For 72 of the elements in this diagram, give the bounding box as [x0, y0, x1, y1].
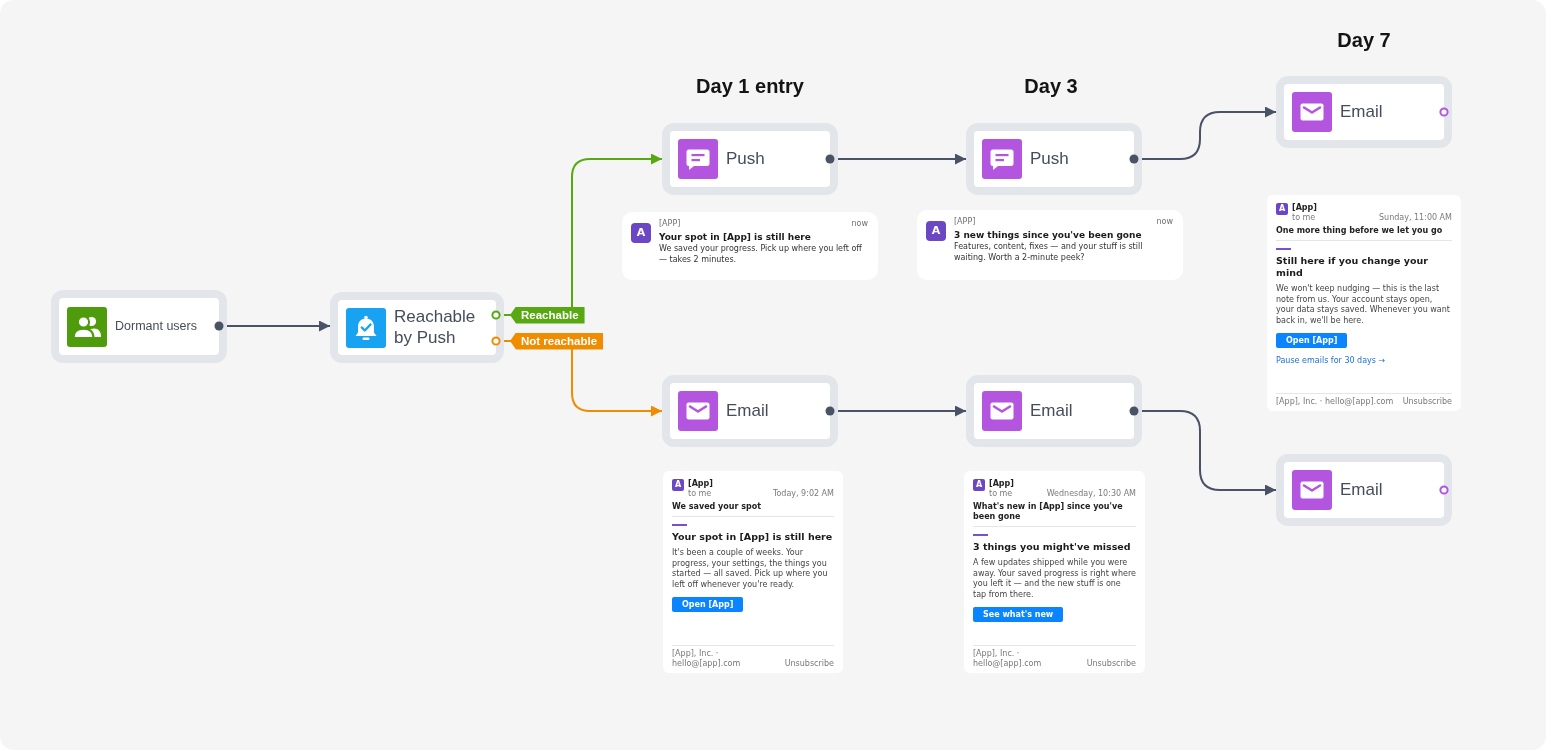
step-label: Push — [726, 148, 765, 170]
step-node — [1276, 76, 1452, 148]
step-node — [662, 123, 838, 195]
connector-arrow — [1141, 410, 1277, 496]
cta-button: See what's new — [973, 607, 1064, 622]
sender-name: [App] — [688, 479, 713, 489]
push-notification-card — [917, 210, 1183, 280]
app-avatar: A — [926, 221, 946, 241]
email-preview — [964, 471, 1145, 673]
app-avatar: A — [973, 479, 985, 491]
app-avatar: A — [672, 479, 684, 491]
app-avatar: A — [631, 223, 651, 243]
step-label: Push — [1030, 148, 1069, 170]
notification-body: Features, content, fixes — and your stuff is still waiting. Worth a 2-minute peek? — [954, 242, 1144, 263]
app-name: [APP] — [659, 219, 681, 229]
column-heading: Day 3 — [1024, 74, 1078, 99]
email-body: A few updates shipped while you were away. Your saved progress is right where you left it — and the new stuff is one tap from there. — [973, 558, 1136, 600]
step-node — [51, 290, 227, 363]
step-node — [966, 123, 1142, 195]
edge-label: Reachable — [510, 306, 585, 324]
connector-arrow — [837, 405, 967, 417]
cta-button: Open [App] — [672, 597, 744, 612]
recipient-line: to me — [688, 489, 712, 499]
email-body: We won't keep nudging — this is the last note from us. Your account stays open, your data stays saved. Whenever you want back in, we'll be here. — [1276, 284, 1451, 326]
unsubscribe-link: Unsubscribe — [1402, 397, 1452, 407]
step-node — [966, 375, 1142, 447]
unsubscribe-link: Unsubscribe — [1086, 659, 1136, 669]
timestamp: now — [851, 219, 868, 229]
step-node — [662, 375, 838, 447]
email-body: It's been a couple of weeks. Your progress, your settings, the things you started — all saved. Pick up where you left off whenever you're ready. — [672, 548, 829, 590]
email-heading: Your spot in [App] is still here — [672, 531, 834, 543]
footer-text: [App], Inc. · hello@[app].com — [973, 649, 1043, 669]
app-name: [APP] — [954, 217, 976, 227]
email-heading: Still here if you change your mind — [1276, 255, 1429, 279]
step-label: Dormant users — [115, 319, 197, 334]
cta-button: Open [App] — [1276, 333, 1348, 348]
connector-arrow — [226, 320, 331, 332]
recipient-line: to me — [989, 489, 1013, 499]
pause-link: Pause emails for 30 days → — [1276, 356, 1386, 366]
recipient-line: to me — [1292, 213, 1316, 223]
sender-name: [App] — [989, 479, 1014, 489]
notification-title: Your spot in [App] is still here — [659, 231, 812, 243]
email-subject: One more thing before we let you go — [1276, 226, 1444, 236]
sender-name: [App] — [1292, 203, 1317, 213]
email-preview — [1267, 195, 1461, 411]
step-label: Email — [1340, 101, 1383, 123]
column-heading: Day 7 — [1337, 28, 1391, 53]
connector-arrow — [1141, 106, 1277, 160]
step-node — [330, 292, 504, 363]
push-notification-card — [622, 212, 878, 280]
footer-text: [App], Inc. · hello@[app].com — [1276, 397, 1394, 407]
email-preview — [663, 471, 843, 673]
timestamp: now — [1156, 217, 1173, 227]
column-heading: Day 1 entry — [696, 74, 804, 99]
notification-title: 3 new things since you've been gone — [954, 229, 1143, 241]
unsubscribe-link: Unsubscribe — [784, 659, 834, 669]
step-node — [1276, 454, 1452, 526]
connector-arrow — [837, 153, 967, 165]
edge-label: Not reachable — [510, 332, 604, 350]
step-label: Reachable by Push — [394, 307, 477, 348]
footer-text: [App], Inc. · hello@[app].com — [672, 649, 742, 669]
email-heading: 3 things you might've missed — [973, 541, 1132, 553]
app-avatar: A — [1276, 203, 1288, 215]
timestamp: Wednesday, 10:30 AM — [1046, 489, 1136, 499]
notification-body: We saved your progress. Pick up where you left off — takes 2 minutes. — [659, 244, 863, 265]
timestamp: Today, 9:02 AM — [772, 489, 834, 499]
step-label: Email — [1030, 400, 1073, 422]
step-label: Email — [1340, 479, 1383, 501]
email-subject: What's new in [App] since you've been gone — [973, 502, 1124, 522]
email-subject: We saved your spot — [672, 502, 762, 512]
step-label: Email — [726, 400, 769, 422]
timestamp: Sunday, 11:00 AM — [1379, 213, 1452, 223]
